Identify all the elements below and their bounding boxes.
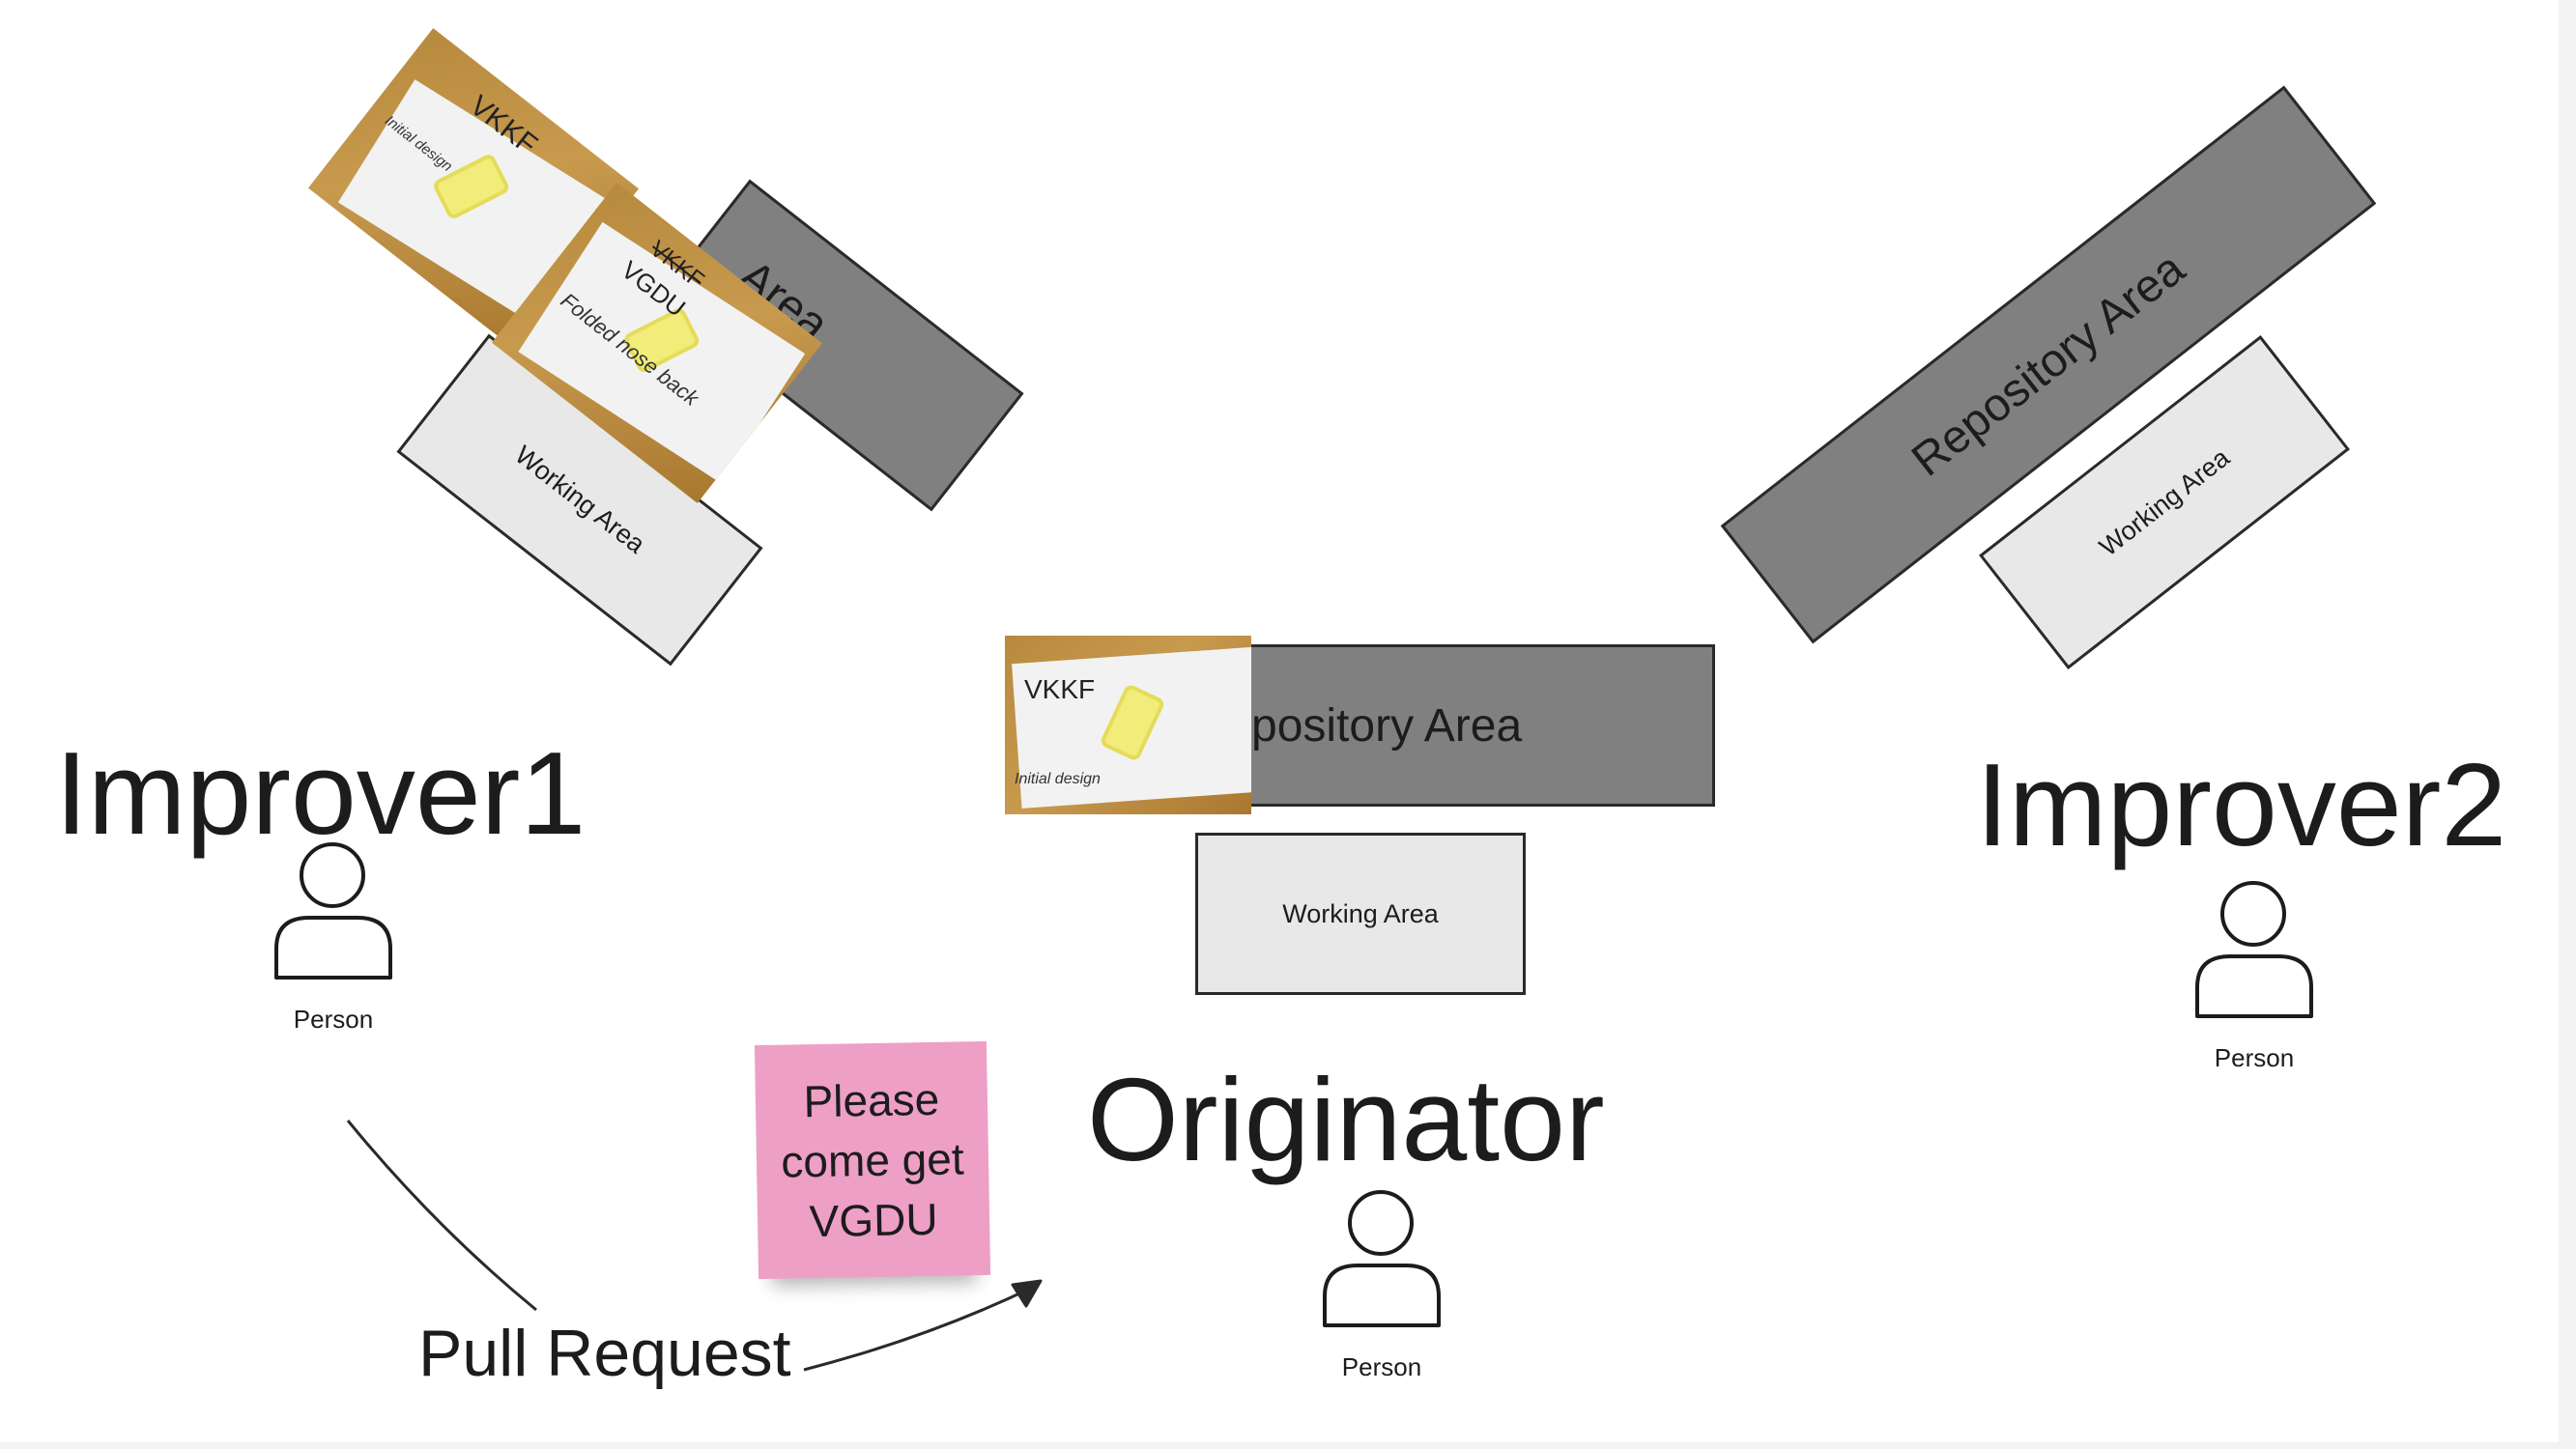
originator-repository-label: pository Area xyxy=(1251,699,1523,752)
photo-caption: Initial design xyxy=(1015,771,1101,787)
improver2-title: Improver2 xyxy=(1976,739,2507,870)
canvas-bottom-edge xyxy=(0,1442,2576,1449)
improver2-person-icon xyxy=(2195,881,2313,1018)
originator-person-icon xyxy=(1323,1190,1441,1327)
originator-person-label: Person xyxy=(1341,1352,1422,1381)
originator-title: Originator xyxy=(1087,1054,1605,1185)
improver1-person-label: Person xyxy=(293,1005,374,1034)
originator-working-label: Working Area xyxy=(1282,898,1439,928)
pull-request-label: Pull Request xyxy=(418,1317,791,1390)
originator-design-photo: VKKF Initial design xyxy=(1005,636,1251,814)
originator-working-area: Working Area xyxy=(1195,833,1526,995)
canvas-edge xyxy=(2559,0,2576,1449)
improver1-title: Improver1 xyxy=(55,727,587,859)
pull-request-arrow-icon xyxy=(803,1285,1035,1372)
improver2-person-label: Person xyxy=(2214,1043,2295,1072)
photo-code: VKKF xyxy=(1024,674,1096,704)
improver1-person-icon xyxy=(274,842,392,980)
